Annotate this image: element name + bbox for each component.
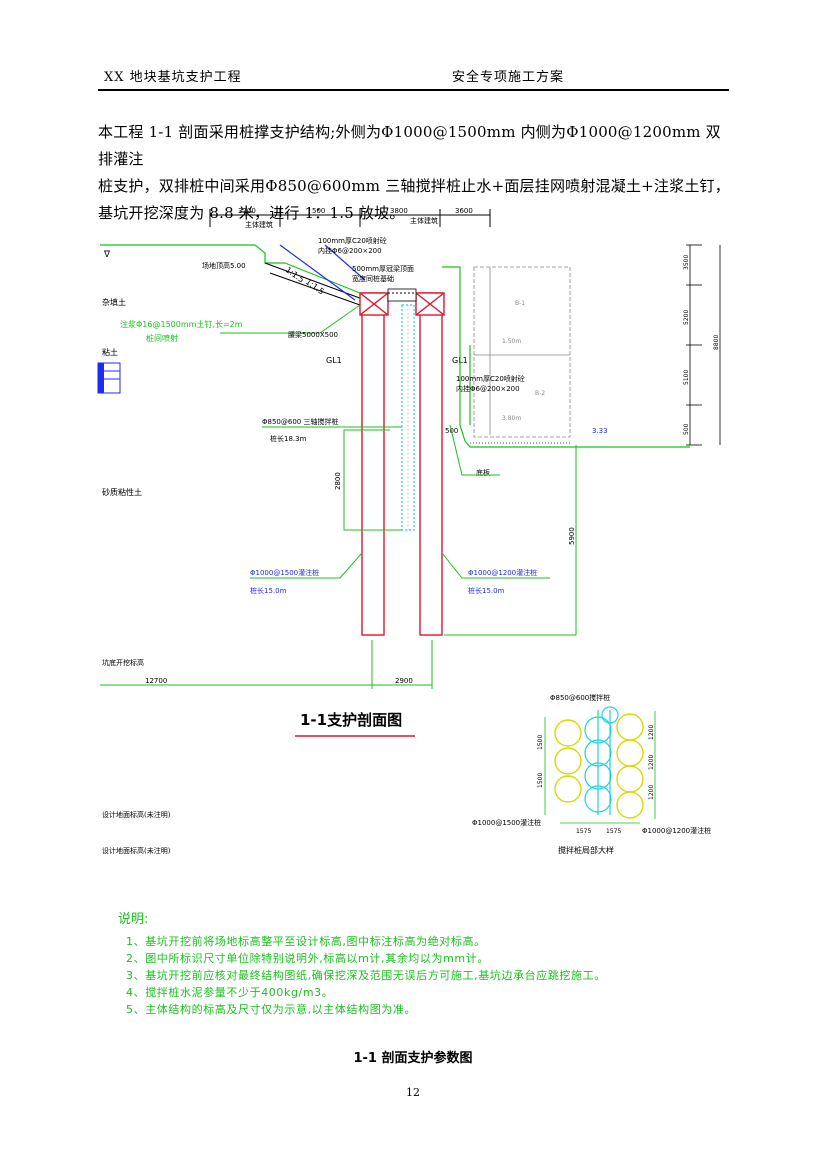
legend-line-1: 设计地面标高(未注明) [102, 810, 171, 819]
pile-right-label-2: 桩长15.0m [468, 586, 505, 595]
cap-note-2: 宽度同桩基础 [352, 274, 394, 283]
soil-label-fill: 杂填土 [102, 297, 126, 307]
slope-note-2: 内挂Φ6@200×200 [318, 246, 382, 255]
capping-beam [387, 288, 417, 302]
ground-mark: ∇ [103, 250, 111, 260]
pile-left [359, 292, 389, 636]
note-item: 2、图中所标识尺寸单位除特别说明外,标高以m计,其余均以为mm计。 [126, 952, 489, 965]
slope-top-label: 场地顶高5.00 [202, 261, 246, 270]
main-structure-label-right: 主体建筑 [410, 216, 438, 225]
waist-beam-label: 腰梁5000X500 [288, 330, 338, 339]
note-item: 4、搅拌桩水泥参量不少于400kg/m3。 [126, 986, 334, 999]
plan-dim-lines [544, 711, 656, 824]
plan-dim-left-1: 1500 [537, 735, 544, 750]
base-slab-leader [449, 424, 500, 476]
top-dimension-line [209, 209, 491, 227]
pile-plan-detail: 1500 1500 1200 1200 1200 1575 1575 Φ850@… [472, 693, 711, 855]
soil-label-clay: 粘土 [102, 347, 118, 357]
notes-block: 说明: 1、基坑开挖前将场地标高整平至设计标高,图中标注标高为绝对标高。 2、图… [118, 908, 606, 1018]
plan-dim-left-2: 1500 [537, 773, 544, 788]
gl-left-label: GL1 [326, 356, 342, 365]
plan-dim-right-2: 1200 [648, 755, 655, 770]
header-document-title: 安全专项施工方案 [452, 70, 565, 85]
pile-right-leader [441, 552, 550, 579]
pile-right [415, 292, 445, 636]
dim-bottom-left: 12700 [145, 677, 167, 685]
mixing-pile-label-2: 桩长18.3m [270, 434, 307, 443]
intro-line-3: 基坑开挖深度为 8.8 米，进行 1：1.5 放坡。 [98, 204, 405, 222]
note-item: 1、基坑开挖前将场地标高整平至设计标高,图中标注标高为绝对标高。 [126, 935, 486, 948]
plan-piles-left [554, 719, 582, 803]
header-divider [98, 89, 729, 91]
pile-left-label-1: Φ1000@1500灌注桩 [250, 568, 319, 577]
structure-elev-2: 3.80m [502, 415, 521, 422]
bottom-dimension-line [100, 640, 433, 689]
inner-slope [442, 266, 690, 448]
pile-left-leader [250, 552, 363, 579]
dim-bottom-right: 2900 [395, 677, 413, 685]
mixing-pile-bracket [343, 429, 402, 531]
structure-floor-label-2: B-2 [535, 390, 545, 397]
soil-hatch-legend [97, 362, 121, 394]
section-drawing: 3700 500 3800 3600 ∇ 1:1.5 1:1.5 主体建筑 主体… [97, 207, 721, 855]
pile-left-label-2: 桩长15.0m [250, 586, 287, 595]
nail-note-2: 桩间喷射 [146, 333, 178, 343]
plan-dim-bottom-1: 1575 [576, 828, 591, 835]
slope-grade-right: 1:1.5 [304, 277, 326, 296]
intro-paragraph: 本工程 1-1 剖面采用桩撑支护结构;外侧为Φ1000@1500mm 内侧为Φ1… [98, 119, 732, 227]
plan-piles-right [616, 713, 644, 819]
ground-line [100, 244, 366, 296]
figure-caption: 1-1 剖面支护参数图 [353, 1051, 473, 1066]
plan-caption: 搅拌桩局部大样 [558, 845, 614, 855]
dim-mixing-length: 2800 [334, 472, 342, 490]
nail-note-leader [220, 304, 361, 334]
plan-dim-right-1: 1200 [648, 725, 655, 740]
dim-top-3: 3800 [390, 207, 408, 215]
dim-right-total: 8800 [713, 335, 720, 350]
plan-mixing-piles [584, 706, 619, 815]
inner-slope-note-2: 内挂Φ6@200×200 [456, 384, 520, 393]
dim-right-3: 5100 [683, 370, 690, 385]
dim-top-4: 3600 [455, 207, 473, 215]
page-number: 12 [406, 1086, 420, 1099]
plan-right-label: Φ1000@1200灌注桩 [642, 826, 711, 835]
legend-line-2: 设计地面标高(未注明) [102, 846, 171, 855]
structure-elev-1: 1.50m [502, 338, 521, 345]
intro-line-2: 桩支护，双排桩中间采用Φ850@600mm 三轴搅拌桩止水+面层挂网喷射混凝土+… [98, 177, 730, 195]
plan-title-label: Φ850@600搅拌桩 [550, 693, 610, 702]
dim-top-2: 500 [312, 207, 325, 215]
soil-label-sand: 砂质粘性土 [102, 487, 142, 497]
notes-title: 说明: [118, 912, 149, 927]
main-structure-label-left: 主体建筑 [245, 220, 273, 229]
inner-slope-note-1: 100mm厚C20喷射砼 [456, 374, 525, 383]
dim-top-1: 3700 [238, 207, 256, 215]
dim-depth-label: 5900 [568, 527, 576, 545]
main-structure-outline [473, 266, 571, 438]
plan-dim-right-3: 1200 [648, 785, 655, 800]
structure-floor-label-1: B-1 [515, 300, 525, 307]
base-slab-label: 底板 [476, 468, 490, 477]
cap-note-1: 500mm厚冠梁顶面 [352, 264, 414, 273]
note-item: 3、基坑开挖前应核对最终结构图纸,确保挖深及范围无误后方可施工,基坑边承台应跳挖… [126, 969, 606, 982]
mixing-pile [401, 304, 415, 531]
nail-note-1: 注浆Φ16@1500mm土钉,长=2m [120, 319, 243, 329]
base-elevation-label: 3.33 [592, 427, 608, 435]
slope-note-1: 100mm厚C20喷射砼 [318, 236, 387, 245]
dim-right-1: 3500 [683, 255, 690, 270]
soil-nails [279, 244, 366, 301]
plan-left-label: Φ1000@1500灌注桩 [472, 818, 541, 827]
note-item: 5、主体结构的标高及尺寸仅为示意,以主体结构图为准。 [126, 1003, 417, 1016]
bottom-elevation-label: 坑底开挖标高 [102, 658, 144, 667]
dim-right-2: 5200 [683, 310, 690, 325]
slope-face [264, 262, 366, 306]
section-title: 1-1支护剖面图 [300, 711, 402, 729]
plan-dim-bottom-2: 1575 [606, 828, 621, 835]
header-project-title: XX 地块基坑支护工程 [104, 70, 242, 85]
depth-dimension [444, 445, 577, 636]
right-dimension-lines [686, 244, 721, 446]
pile-right-label-1: Φ1000@1200灌注桩 [468, 568, 537, 577]
dim-right-4: 500 [683, 423, 690, 435]
mixing-pile-label-1: Φ850@600 三轴搅拌桩 [262, 417, 338, 426]
intro-line-1: 本工程 1-1 剖面采用桩撑支护结构;外侧为Φ1000@1500mm 内侧为Φ1… [98, 123, 721, 168]
